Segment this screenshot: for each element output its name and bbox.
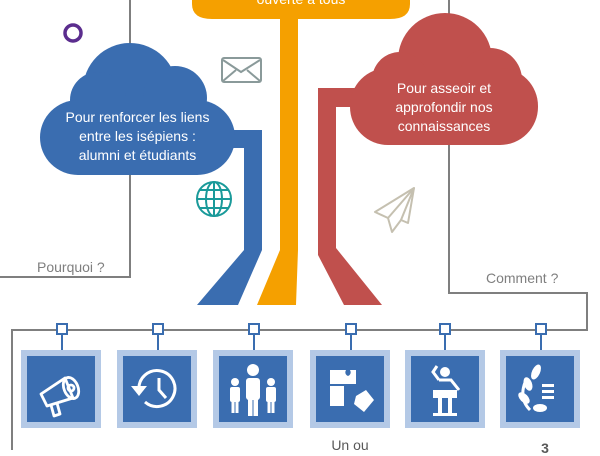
top-cloud-text: ouverte à tous xyxy=(192,0,410,9)
right-cloud-line: approfondir nos xyxy=(395,99,493,115)
right-cloud-line: connaissances xyxy=(397,118,491,134)
megaphone-icon xyxy=(39,376,81,418)
tile-hangers xyxy=(56,323,547,350)
tile-history[interactable] xyxy=(117,350,197,428)
how-label: Comment ? xyxy=(486,270,559,286)
history-clock-icon xyxy=(131,369,177,409)
puzzle-icon xyxy=(330,370,374,412)
left-cloud-text: Pour renforcer les liens entre les isépi… xyxy=(40,108,235,165)
why-label: Pourquoi ? xyxy=(37,259,105,275)
speaker-podium-icon xyxy=(431,365,461,416)
tile-puzzle[interactable] xyxy=(310,350,390,428)
group-people-icon xyxy=(230,364,276,416)
blue-trunk xyxy=(197,130,262,305)
right-cloud-line: Pour asseoir et xyxy=(396,80,492,96)
how-connector xyxy=(11,0,588,450)
left-cloud-line: alumni et étudiants xyxy=(78,147,197,163)
tile-megaphone[interactable] xyxy=(21,350,101,428)
circle-icon xyxy=(63,23,83,43)
left-cloud-line: Pour renforcer les liens xyxy=(65,109,210,125)
orange-trunk xyxy=(257,18,298,305)
globe-icon xyxy=(196,181,232,217)
laurel-icon xyxy=(518,364,554,412)
right-cloud-text: Pour asseoir et approfondir nos connaiss… xyxy=(350,79,538,136)
red-trunk xyxy=(318,88,382,305)
left-cloud xyxy=(40,43,235,175)
tile-laurel[interactable] xyxy=(500,350,580,428)
right-cloud xyxy=(350,13,538,145)
left-cloud-line: entre les isépiens : xyxy=(79,128,196,144)
paper-plane-icon xyxy=(374,187,415,233)
tile-speaker[interactable] xyxy=(405,350,485,428)
tile-caption: 3 xyxy=(541,440,549,456)
envelope-icon xyxy=(221,57,262,83)
tile-caption: Un ou xyxy=(331,437,369,453)
tile-group[interactable] xyxy=(213,350,293,428)
top-cloud xyxy=(192,0,410,19)
